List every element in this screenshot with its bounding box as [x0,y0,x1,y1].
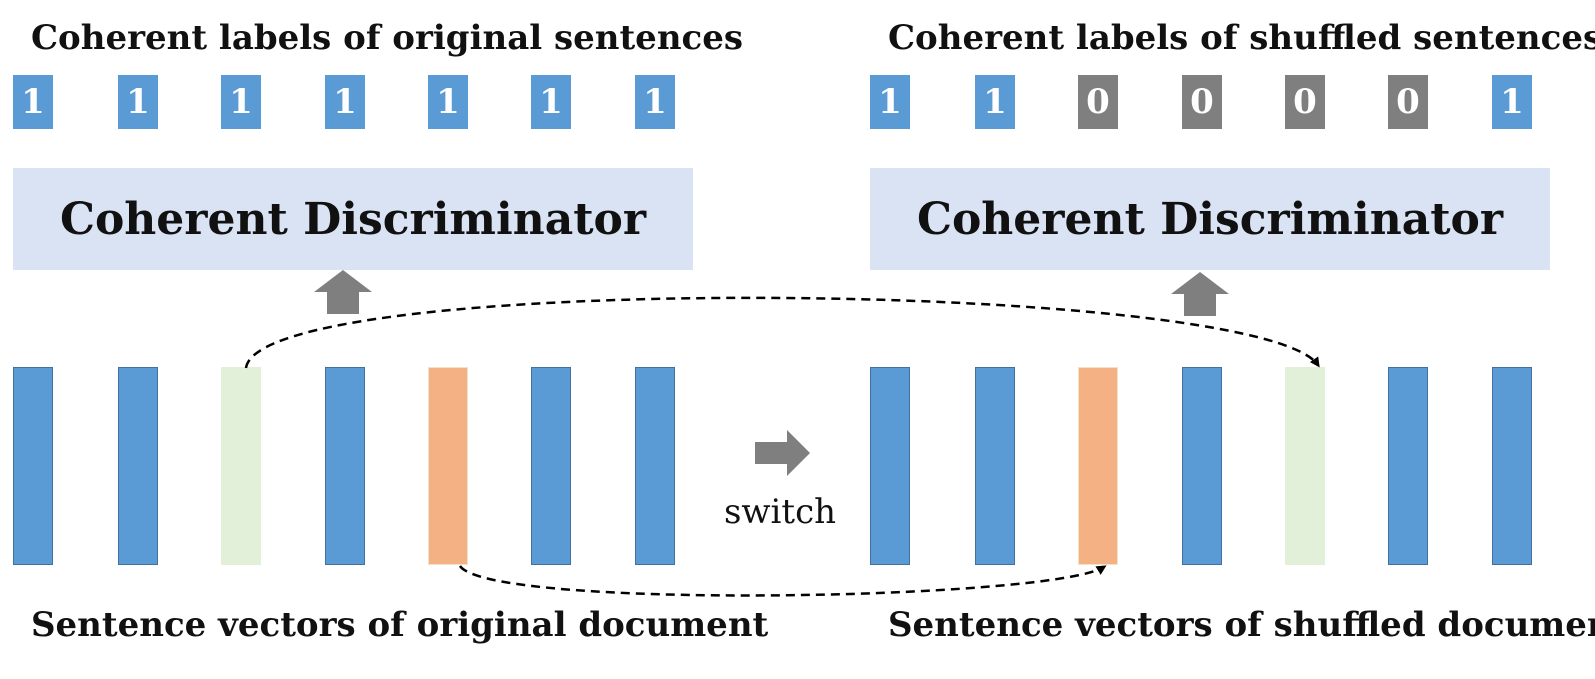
shuffled-label-4: 0 [1182,75,1222,129]
original-sentence-vector-5 [428,367,468,565]
shuffled-label-5: 0 [1285,75,1325,129]
shuffled-document-panel: Coherent labels of shuffled sentences 1 … [870,0,1595,679]
shuffled-label-1: 1 [870,75,910,129]
right-arrow-icon [755,430,810,476]
original-label-row: 1 1 1 1 1 1 1 [13,75,693,131]
original-label-6: 1 [531,75,571,129]
shuffled-label-row: 1 1 0 0 0 0 1 [870,75,1550,131]
shuffled-label-2: 1 [975,75,1015,129]
original-label-4: 1 [325,75,365,129]
original-label-7: 1 [635,75,675,129]
switch-label: switch [723,492,837,532]
shuffled-label-3: 0 [1078,75,1118,129]
original-label-3: 1 [221,75,261,129]
original-sentence-vector-1 [13,367,53,565]
shuffled-vectors-caption: Sentence vectors of shuffled document [888,605,1595,645]
shuffled-discriminator-box: Coherent Discriminator [870,168,1550,270]
shuffled-sentence-vector-7 [1492,367,1532,565]
shuffled-label-7: 1 [1492,75,1532,129]
original-sentence-vector-7 [635,367,675,565]
original-label-2: 1 [118,75,158,129]
original-discriminator-box: Coherent Discriminator [13,168,693,270]
original-sentence-vector-2 [118,367,158,565]
original-labels-heading: Coherent labels of original sentences [31,18,744,58]
original-up-arrow-icon [314,270,372,314]
original-sentence-vector-6 [531,367,571,565]
shuffled-sentence-vector-1 [870,367,910,565]
shuffled-sentence-vector-6 [1388,367,1428,565]
original-vector-row [13,367,693,567]
original-label-5: 1 [428,75,468,129]
shuffled-label-6: 0 [1388,75,1428,129]
shuffled-vector-row [870,367,1550,567]
shuffled-sentence-vector-2 [975,367,1015,565]
shuffled-labels-heading: Coherent labels of shuffled sentences [888,18,1595,58]
original-label-1: 1 [13,75,53,129]
shuffled-sentence-vector-5 [1285,367,1325,565]
shuffled-sentence-vector-4 [1182,367,1222,565]
shuffled-sentence-vector-3 [1078,367,1118,565]
original-document-panel: Coherent labels of original sentences 1 … [13,0,768,679]
shuffled-up-arrow-icon [1171,272,1229,316]
original-sentence-vector-4 [325,367,365,565]
original-sentence-vector-3 [221,367,261,565]
switch-indicator: switch [720,430,850,540]
original-vectors-caption: Sentence vectors of original document [31,605,769,645]
